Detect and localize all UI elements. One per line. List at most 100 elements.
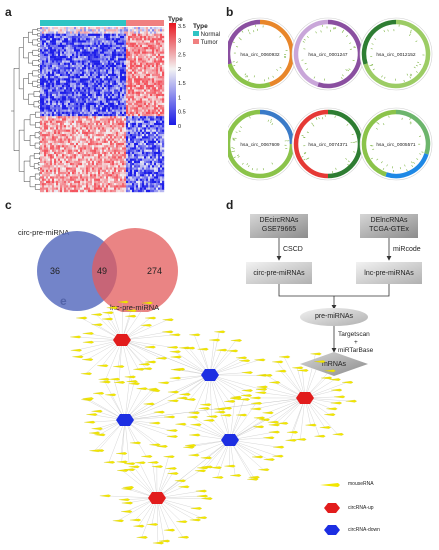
venn-overlap: 49 [97,266,108,276]
mrna-node [82,358,94,361]
edge-mircode-label: miRcode [393,246,421,253]
mrna-node [258,468,270,472]
venn-left-title: circ-pre-miRNA [18,228,70,237]
mrna-node [176,520,188,523]
mrna-node [187,415,199,419]
circos-segment [227,63,271,89]
mrna-node [241,371,253,374]
color-scale-tick: 1 [178,95,181,101]
circos-plot: hsa_circ_0060932 [223,17,297,91]
circos-plot: hsa_circ_0067609 [223,107,297,181]
mrna-node [146,387,159,391]
box-delncrnas [360,214,418,238]
mrna-node [89,431,101,435]
mrna-node [248,475,260,479]
mrna-node [250,396,262,400]
mrna-node [91,323,103,326]
box-lnc-pre-mirnas-label: lnc-pre-miRNAs [364,270,414,277]
box-delncrnas-line1: DElncRNAs [370,217,408,224]
color-scale-tick: 2 [178,67,181,73]
hexagon-icon [324,525,340,535]
heatmap-svg: 3.532.521.510.50 [11,20,186,193]
mrna-node [236,413,248,417]
mrna-node [140,324,152,327]
mrna-node [250,407,262,411]
circos-plot: hsa_circ_0001247 [291,17,365,91]
mrna-node [124,375,136,379]
mrna-node [102,311,114,314]
mrna-node [275,369,287,373]
mrna-node [268,423,280,427]
mrna-node [125,314,137,318]
mrna-node [194,469,207,473]
mrna-node [253,416,266,420]
circos-segment [395,109,431,155]
mrna-node [165,467,177,470]
mrna-node [255,388,268,391]
mrna-node [147,461,159,464]
mrna-node [241,389,253,392]
box-circ-pre-mirnas [246,262,312,284]
box-circ-pre-mirnas-label: circ-pre-miRNAs [253,270,305,277]
mrna-node [121,510,133,513]
mrna-node [146,523,159,526]
mrna-node [108,377,121,381]
circos-plot: hsa_circ_0074371 [291,107,365,181]
mrna-node [220,413,232,417]
mrna-node [117,300,129,304]
mrna-node [176,396,188,400]
mrna-node [84,420,96,424]
venn-right-circle [92,228,178,312]
mrna-node [162,330,174,334]
mrna-node [122,486,135,489]
mrna-node [305,423,317,427]
mrna-node [166,435,178,438]
mrna-node [214,330,226,334]
mrna-node [230,474,242,477]
circrna-hub [296,392,314,404]
mrna-node [196,494,209,498]
color-scale-ticks: 3.532.521.510.50 [178,24,186,130]
mrna-node [138,363,151,366]
mrna-node [201,497,213,500]
circos-plot: hsa_circ_0012152 [359,17,433,91]
mrna-node [128,382,140,386]
legend-circrna-down-label: circRNA-down [348,527,380,533]
box-decircrnas-line2: GSE79665 [261,226,297,233]
mrna-node [224,464,236,468]
mrna-node [80,372,93,376]
circos-label: hsa_circ_0001247 [308,52,348,58]
network-panel [60,300,380,545]
mrna-node [116,460,128,464]
box-lnc-pre-mirnas [356,262,422,284]
type-bar-normal [40,20,126,26]
mrna-node [314,360,326,363]
mrna-node [224,400,236,403]
mrna-node [292,366,304,370]
mrna-node [145,316,157,320]
edge-target-line3: miRTarBase [338,347,374,354]
mrna-node [229,397,242,400]
mrna-node [214,407,226,411]
mrna-node [252,425,265,429]
mrna-node [82,340,95,344]
legend-mouserna-label: mouseRNA [348,481,374,487]
mrna-node [149,443,161,447]
arrow-icon [320,483,340,487]
mrna-node [206,415,218,418]
mrna-node [166,429,178,432]
mrna-node [267,420,280,424]
mrna-node [123,468,136,471]
mrna-node [200,456,212,460]
mrna-node [189,518,201,522]
mrna-node [173,367,186,371]
mrna-node [99,380,111,384]
hexagon-icon [324,503,340,513]
mrna-node [209,338,221,342]
mrna-node [185,444,197,447]
mrna-node [164,415,176,419]
mrna-node [126,380,138,383]
venn-right-title: lnc-pre-miRNA [110,303,160,312]
